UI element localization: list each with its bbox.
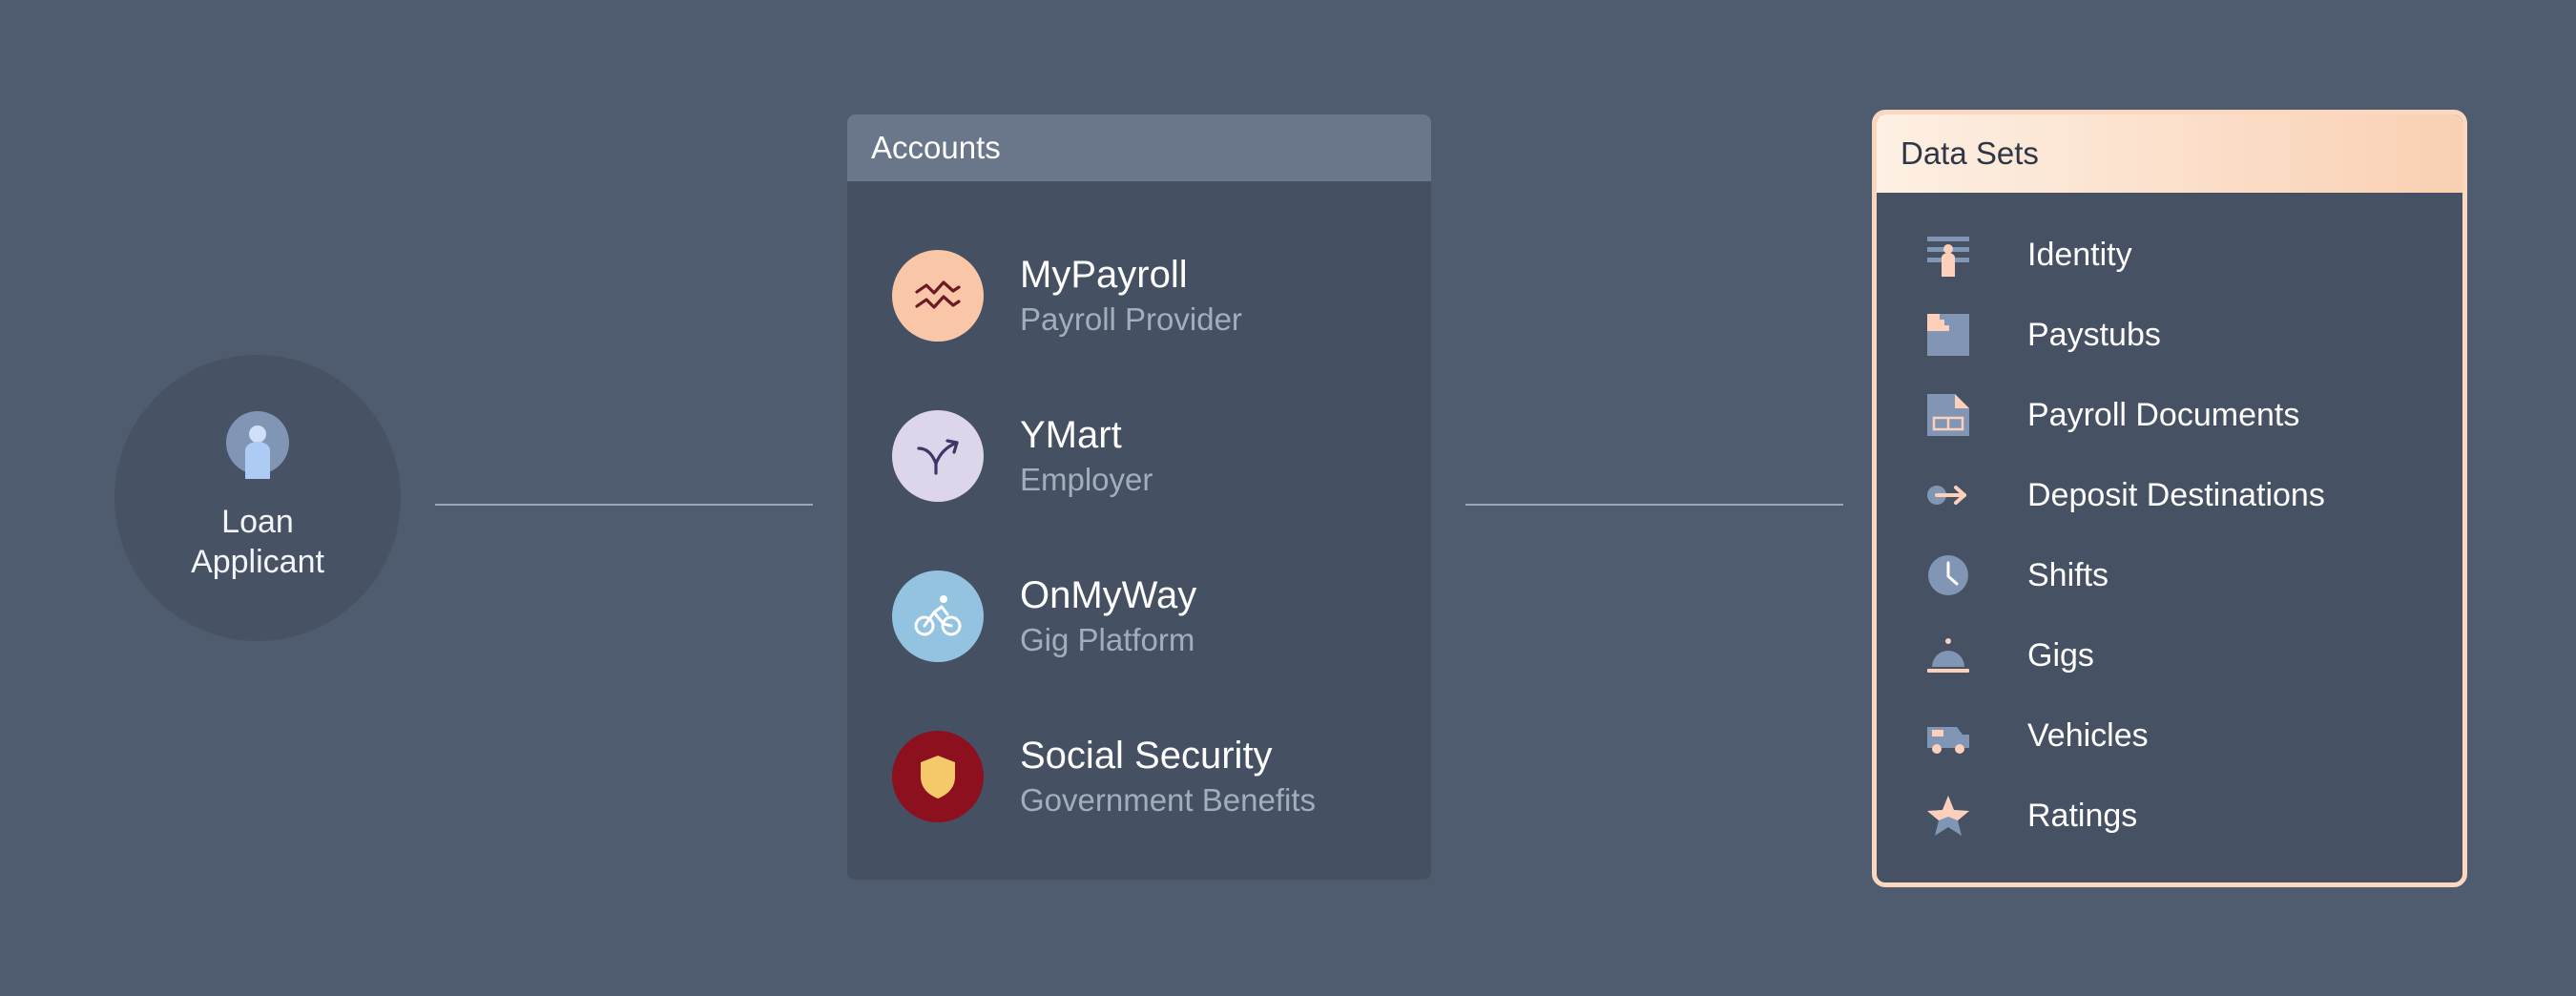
account-type: Employer [1020, 462, 1153, 497]
dataset-item-gigs[interactable]: Gigs [1877, 615, 2462, 695]
service-bell-icon [1927, 638, 1969, 673]
account-item-social-security[interactable]: Social Security Government Benefits [847, 696, 1431, 857]
dataset-label: Vehicles [2027, 716, 2149, 754]
account-name: OnMyWay [1020, 574, 1197, 616]
split-arrow-icon [892, 410, 984, 502]
datasets-header: Data Sets [1877, 114, 2462, 193]
connector-line-right [1465, 504, 1843, 506]
accounts-header: Accounts [847, 114, 1431, 181]
account-name: YMart [1020, 414, 1122, 456]
dataset-item-vehicles[interactable]: Vehicles [1877, 695, 2462, 776]
dataset-item-paystubs[interactable]: Paystubs [1877, 295, 2462, 375]
dataset-label: Shifts [2027, 556, 2109, 593]
clock-icon [1928, 555, 1968, 595]
dataset-item-payroll-documents[interactable]: Payroll Documents [1877, 375, 2462, 455]
deposit-arrow-icon [1927, 486, 1966, 505]
account-item-ymart[interactable]: YMart Employer [847, 376, 1431, 536]
account-item-mypayroll[interactable]: MyPayroll Payroll Provider [847, 216, 1431, 376]
account-type: Payroll Provider [1020, 301, 1242, 337]
paystub-icon [1927, 314, 1969, 356]
dataset-item-deposit-destinations[interactable]: Deposit Destinations [1877, 455, 2462, 535]
dataset-label: Ratings [2027, 797, 2138, 834]
bicycle-icon [892, 571, 984, 662]
dataset-item-shifts[interactable]: Shifts [1877, 535, 2462, 615]
loan-applicant-node: Loan Applicant [114, 355, 401, 641]
account-name: MyPayroll [1020, 254, 1188, 296]
account-name: Social Security [1020, 735, 1273, 777]
vehicle-icon [1927, 727, 1969, 754]
datasets-list: Identity Paystubs Payroll Documents [1877, 193, 2462, 856]
star-icon [1927, 796, 1969, 836]
dataset-label: Gigs [2027, 636, 2094, 674]
account-type: Gig Platform [1020, 622, 1195, 657]
datasets-panel: Data Sets Identity Paystubs [1872, 110, 2467, 887]
payroll-chart-icon [892, 250, 984, 342]
person-icon [226, 411, 289, 479]
dataset-label: Payroll Documents [2027, 396, 2300, 433]
loan-applicant-label: Loan Applicant [191, 504, 324, 580]
account-item-onmyway[interactable]: OnMyWay Gig Platform [847, 536, 1431, 696]
dataset-item-ratings[interactable]: Ratings [1877, 776, 2462, 856]
shield-icon [892, 731, 984, 822]
dataset-label: Identity [2027, 236, 2132, 273]
document-icon [1927, 394, 1969, 436]
dataset-label: Paystubs [2027, 316, 2161, 353]
account-type: Government Benefits [1020, 782, 1316, 818]
accounts-panel: Accounts MyPayroll Payroll Provider [847, 114, 1431, 880]
accounts-list: MyPayroll Payroll Provider YMart Employe… [847, 181, 1431, 857]
dataset-item-identity[interactable]: Identity [1877, 215, 2462, 295]
connector-line-left [435, 504, 813, 506]
identity-icon [1927, 237, 1969, 277]
dataset-label: Deposit Destinations [2027, 476, 2325, 513]
